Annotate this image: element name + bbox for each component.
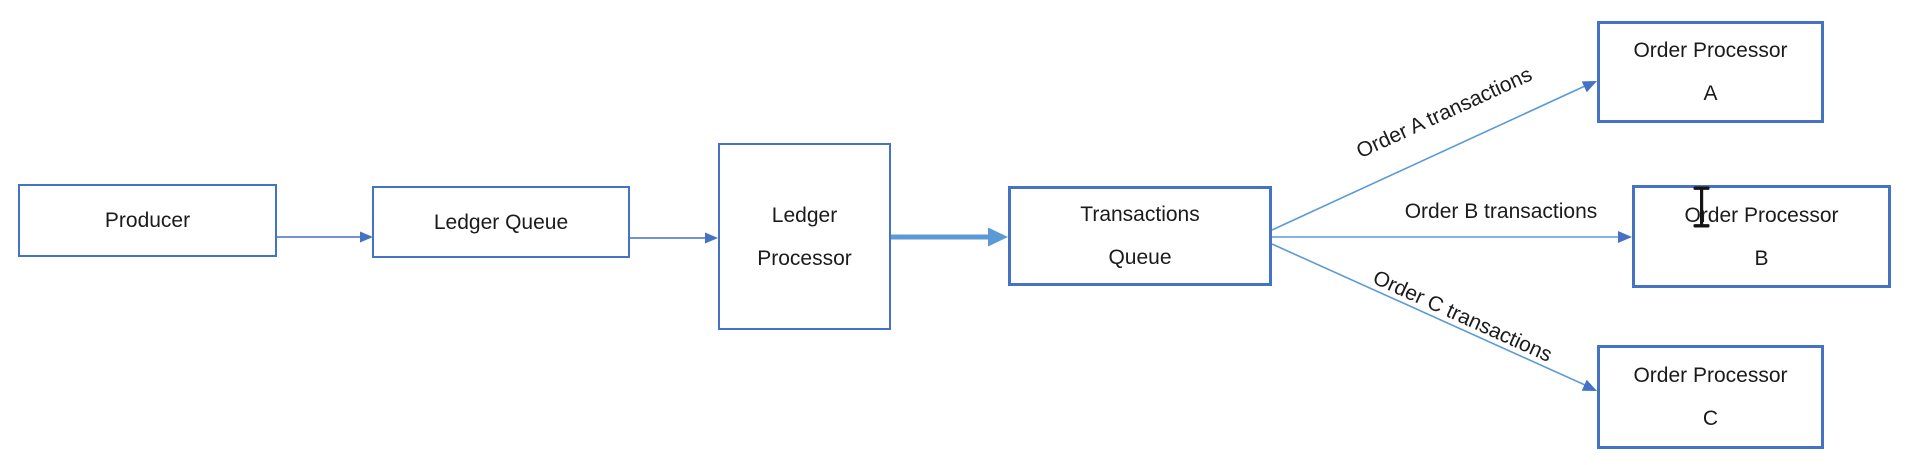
node-order-processor-c-label: Order Processor C: [1633, 364, 1788, 430]
arrowhead-icon: [705, 232, 718, 244]
arrowhead-icon: [1618, 231, 1632, 243]
node-order-processor-a[interactable]: Order Processor A: [1597, 21, 1824, 123]
arrow-ledger-processor-to-transactions-queue: [891, 227, 1008, 247]
node-order-processor-a-label: Order Processor A: [1633, 39, 1788, 105]
node-ledger-processor-label: Ledger Processor: [757, 203, 852, 270]
arrow-transactions-queue-to-order-c: [1271, 243, 1597, 391]
arrowhead-icon: [1581, 379, 1597, 391]
node-producer-label: Producer: [104, 209, 191, 232]
ibeam-cursor-icon: [1693, 186, 1710, 228]
node-ledger-queue-label: Ledger Queue: [433, 210, 569, 234]
arrowhead-icon: [360, 231, 373, 243]
arrow-transactions-queue-to-order-b: [1272, 231, 1632, 243]
arrowhead-icon: [1581, 81, 1597, 93]
arrow-line: [1271, 85, 1586, 231]
node-ledger-processor[interactable]: Ledger Processor: [718, 143, 891, 330]
node-ledger-queue[interactable]: Ledger Queue: [372, 186, 630, 258]
node-producer[interactable]: Producer: [18, 184, 277, 257]
node-order-processor-b-label: Order Processor B: [1684, 203, 1839, 270]
node-order-processor-b[interactable]: Order Processor B: [1632, 185, 1891, 288]
arrow-ledger-queue-to-ledger-processor: [630, 232, 718, 244]
arrow-producer-to-ledger-queue: [277, 231, 373, 243]
node-order-processor-c[interactable]: Order Processor C: [1597, 345, 1824, 449]
node-transactions-queue-label: Transactions Queue: [1080, 203, 1200, 269]
node-transactions-queue[interactable]: Transactions Queue: [1008, 186, 1272, 286]
arrow-transactions-queue-to-order-a: [1271, 81, 1597, 231]
arrowhead-icon: [988, 227, 1008, 247]
arrow-line: [1271, 243, 1586, 386]
edge-label-order-b-transactions: Order B transactions: [1404, 200, 1598, 223]
